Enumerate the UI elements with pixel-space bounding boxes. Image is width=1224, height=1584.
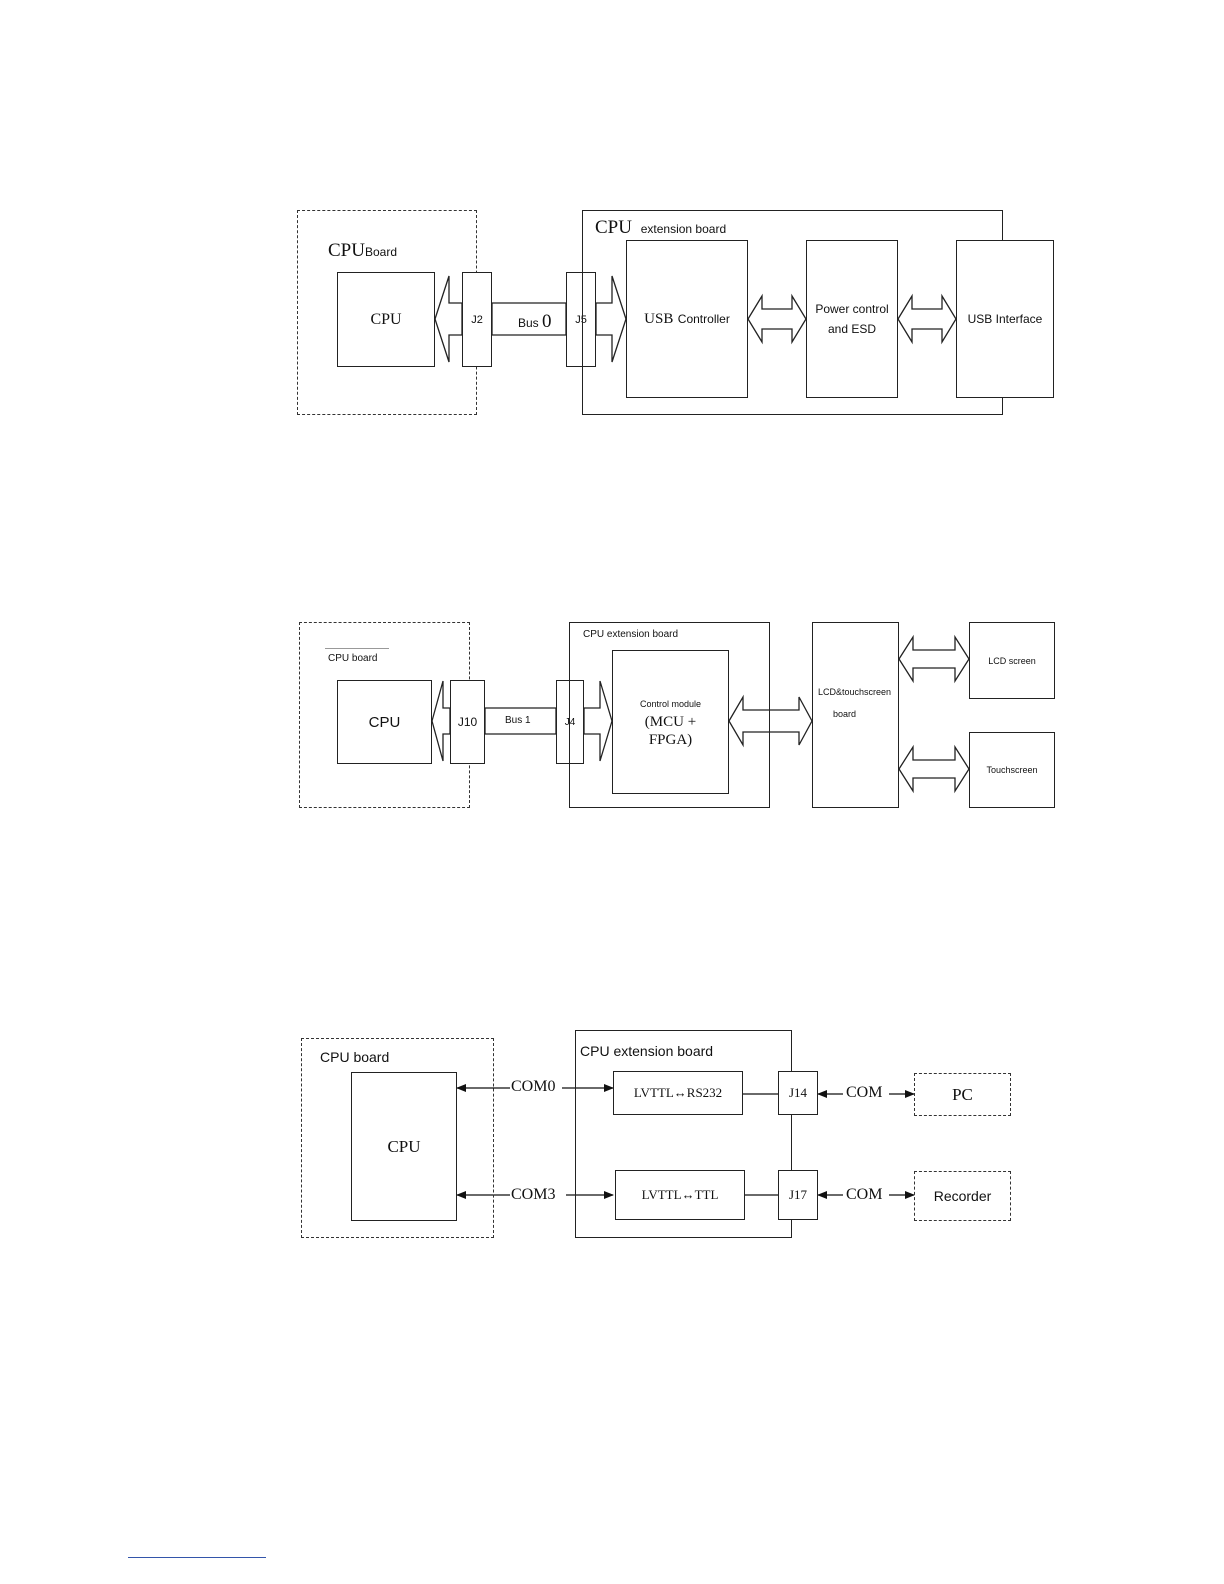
connector-j5: J5 — [566, 272, 596, 367]
arrow-j4-control — [583, 680, 613, 762]
arrow-j5-usb — [595, 275, 627, 363]
touchscreen-block: Touchscreen — [969, 732, 1055, 808]
cpu-extension-board-title: CPU extension board — [580, 1043, 714, 1059]
com-label-recorder: COM — [846, 1186, 883, 1203]
cpu-board-frame — [301, 1038, 494, 1238]
cpu-board-title-rule — [325, 648, 389, 649]
cpu-board-title: CPUBoard — [328, 240, 397, 261]
usb-interface-block: USB Interface — [956, 240, 1054, 398]
cpu-extension-board-title: CPU extension board — [583, 629, 679, 640]
arrow-lcdboard-lcdscreen — [898, 634, 970, 684]
bus1-label: Bus 1 — [505, 715, 531, 726]
connector-j2: J2 — [462, 272, 492, 367]
connector-j10: J10 — [450, 680, 485, 764]
footnote-rule — [128, 1557, 266, 1558]
usb-controller-block: USB Controller — [626, 240, 748, 398]
connector-j4: J4 — [556, 680, 584, 764]
lcd-screen-block: LCD screen — [969, 622, 1055, 699]
lcd-touchscreen-board-block: LCD&touchscreen board — [812, 622, 899, 808]
cpu-board-title: CPU board — [328, 653, 378, 664]
lvttl-rs232-converter: LVTTL↔RS232 — [613, 1071, 743, 1115]
com-label-pc: COM — [846, 1084, 883, 1101]
cpu-extension-board-frame — [569, 622, 770, 808]
cpu-block: CPU — [337, 272, 435, 367]
power-control-esd-block: Power control and ESD — [806, 240, 898, 398]
lvttl-ttl-converter: LVTTL↔TTL — [615, 1170, 745, 1220]
connector-j14: J14 — [778, 1071, 818, 1115]
cpu-block: CPU — [337, 680, 432, 764]
pc-block: PC — [914, 1073, 1011, 1116]
cpu-extension-board-title: CPU extension board — [595, 217, 727, 238]
com3-label: COM3 — [511, 1186, 556, 1203]
cpu-board-title: CPU board — [320, 1049, 390, 1065]
control-module-block: Control module (MCU + FPGA) — [612, 650, 729, 794]
recorder-block: Recorder — [914, 1171, 1011, 1221]
bus0-label: Bus 0 — [518, 311, 552, 332]
cpu-extension-board-frame — [575, 1030, 792, 1238]
arrow-lcdboard-touch — [898, 744, 970, 794]
cpu-block: CPU — [351, 1072, 457, 1221]
com0-label: COM0 — [511, 1078, 556, 1095]
connector-j17: J17 — [778, 1170, 818, 1220]
